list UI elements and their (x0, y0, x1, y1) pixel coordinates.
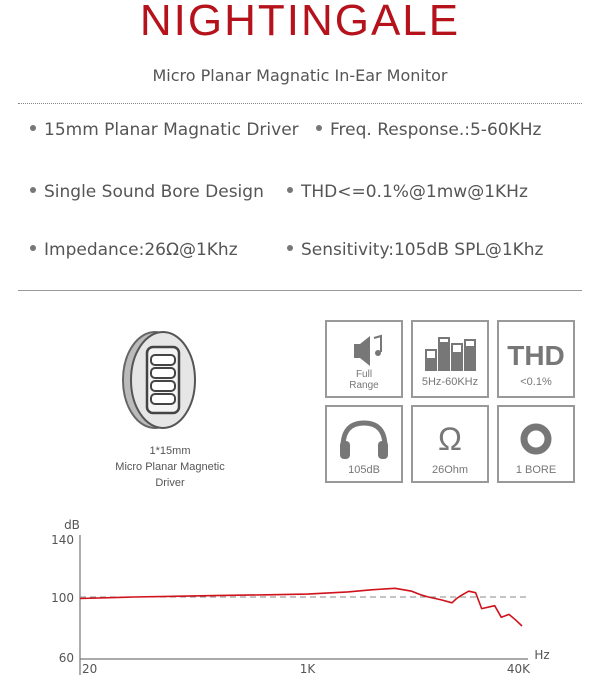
spec-text: Freq. Response.:5-60KHz (330, 120, 542, 140)
spec-item: Impedance:26Ω@1Khz (30, 240, 238, 260)
bullet-icon (30, 245, 36, 251)
product-subtitle: Micro Planar Magnatic In-Ear Monitor (152, 66, 448, 85)
spec-text: Single Sound Bore Design (44, 182, 264, 202)
spec-text: Sensitivity:105dB SPL@1Khz (301, 240, 544, 260)
driver-caption: 1*15mm Micro Planar Magnetic Driver (70, 443, 270, 491)
brand-title: NIGHTINGALE (139, 0, 461, 45)
bullet-icon (287, 245, 293, 251)
y-tick-label: 60 (59, 651, 74, 665)
bullet-icon (287, 187, 293, 193)
spec-item: 15mm Planar Magnatic Driver (30, 120, 299, 140)
x-tick-label: 40K (507, 662, 531, 676)
driver-caption-type: Micro Planar Magnetic (115, 461, 225, 473)
response-curve-line (79, 587, 523, 627)
tile-label: Range (349, 380, 379, 391)
tile-label: Full (355, 369, 373, 380)
thd-title: THD (507, 340, 565, 371)
tile-bore: 1 BORE (497, 405, 575, 483)
tile-impedance: Ω 26Ohm (411, 405, 489, 483)
tile-thd: THD <0.1% (497, 320, 575, 398)
y-axis-label: dB (64, 518, 80, 532)
tile-label: 26Ohm (431, 464, 469, 476)
spec-item: Sensitivity:105dB SPL@1Khz (287, 240, 543, 260)
x-tick-label: 1K (300, 662, 317, 676)
bullet-icon (30, 125, 36, 131)
equalizer-bars-icon (425, 337, 476, 371)
omega-icon: Ω (438, 421, 462, 457)
headphones-icon (340, 420, 388, 459)
tile-label: 5Hz-60KHz (421, 376, 479, 388)
bore-ring-icon (520, 423, 552, 455)
spec-text: THD<=0.1%@1mw@1KHz (301, 182, 528, 202)
bullet-icon (30, 187, 36, 193)
planar-driver-icon (122, 331, 196, 429)
tile-label: 105dB (348, 464, 380, 476)
spec-item: THD<=0.1%@1mw@1KHz (287, 182, 528, 202)
spec-item: Freq. Response.:5-60KHz (316, 120, 541, 140)
y-tick-label: 140 (51, 533, 74, 547)
y-tick-label: 100 (51, 591, 74, 605)
speaker-note-icon (354, 334, 382, 366)
bullet-icon (316, 125, 322, 131)
tile-frequency: 5Hz-60KHz (411, 320, 489, 398)
driver-caption-size: 1*15mm (149, 445, 191, 457)
tile-full-range: Full Range (325, 320, 403, 398)
x-tick-label: 20 (82, 662, 97, 676)
spec-text: 15mm Planar Magnatic Driver (44, 120, 299, 140)
driver-caption-word: Driver (155, 477, 185, 489)
spec-text: Impedance:26Ω@1Khz (44, 240, 238, 260)
tile-label: <0.1% (520, 376, 552, 388)
tile-sensitivity: 105dB (325, 405, 403, 483)
x-axis-label: Hz (534, 648, 549, 662)
tile-label: 1 BORE (515, 464, 557, 476)
divider-top (18, 103, 582, 104)
divider-middle (18, 290, 582, 291)
spec-item: Single Sound Bore Design (30, 182, 264, 202)
